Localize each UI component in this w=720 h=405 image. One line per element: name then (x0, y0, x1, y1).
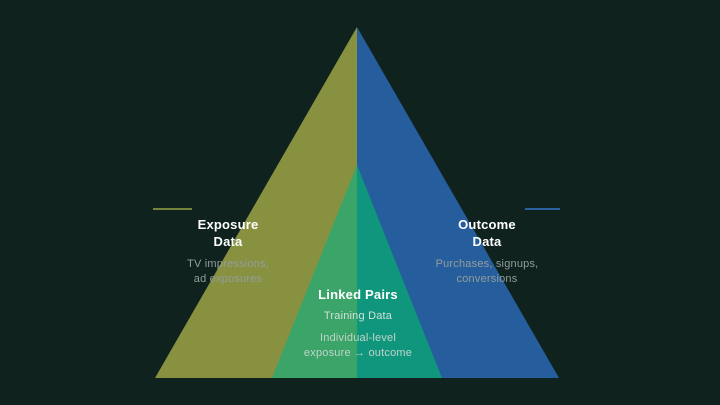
exposure-subtitle-line1: TV impressions, (187, 258, 269, 270)
exposure-label-block: Exposure Data TV impressions, ad exposur… (187, 216, 269, 287)
outcome-title: Outcome Data (436, 216, 539, 250)
exposure-triangle (155, 27, 357, 378)
outcome-title-line1: Outcome (458, 217, 516, 232)
outcome-subtitle-line2: conversions (456, 273, 518, 285)
outcome-title-line2: Data (472, 234, 502, 249)
outcome-subtitle: Purchases, signups, conversions (436, 257, 539, 287)
exposure-subtitle-line2: ad exposures (193, 273, 263, 285)
exposure-accent-dash (153, 208, 192, 210)
linked-pairs-label-block: Linked Pairs Training Data Individual-le… (304, 286, 412, 361)
linked-pairs-triangle-right (357, 165, 442, 378)
linked-pairs-subtitle: Training Data (323, 310, 393, 322)
outcome-subtitle-line1: Purchases, signups, (435, 258, 539, 270)
linked-pairs-triangle-left (272, 165, 357, 378)
exposure-title-line1: Exposure (197, 217, 259, 232)
linked-pairs-description-line2: exposure → outcome (303, 347, 413, 359)
outcome-accent-dash (525, 208, 560, 210)
outcome-triangle (357, 27, 559, 378)
linked-pairs-description: Individual-level exposure → outcome (304, 331, 412, 361)
exposure-title-line2: Data (213, 234, 243, 249)
exposure-title: Exposure Data (187, 216, 269, 250)
outcome-label-block: Outcome Data Purchases, signups, convers… (436, 216, 539, 287)
linked-pairs-title: Linked Pairs (318, 287, 398, 302)
exposure-subtitle: TV impressions, ad exposures (187, 257, 269, 287)
linked-pairs-description-line1: Individual-level (320, 332, 396, 344)
